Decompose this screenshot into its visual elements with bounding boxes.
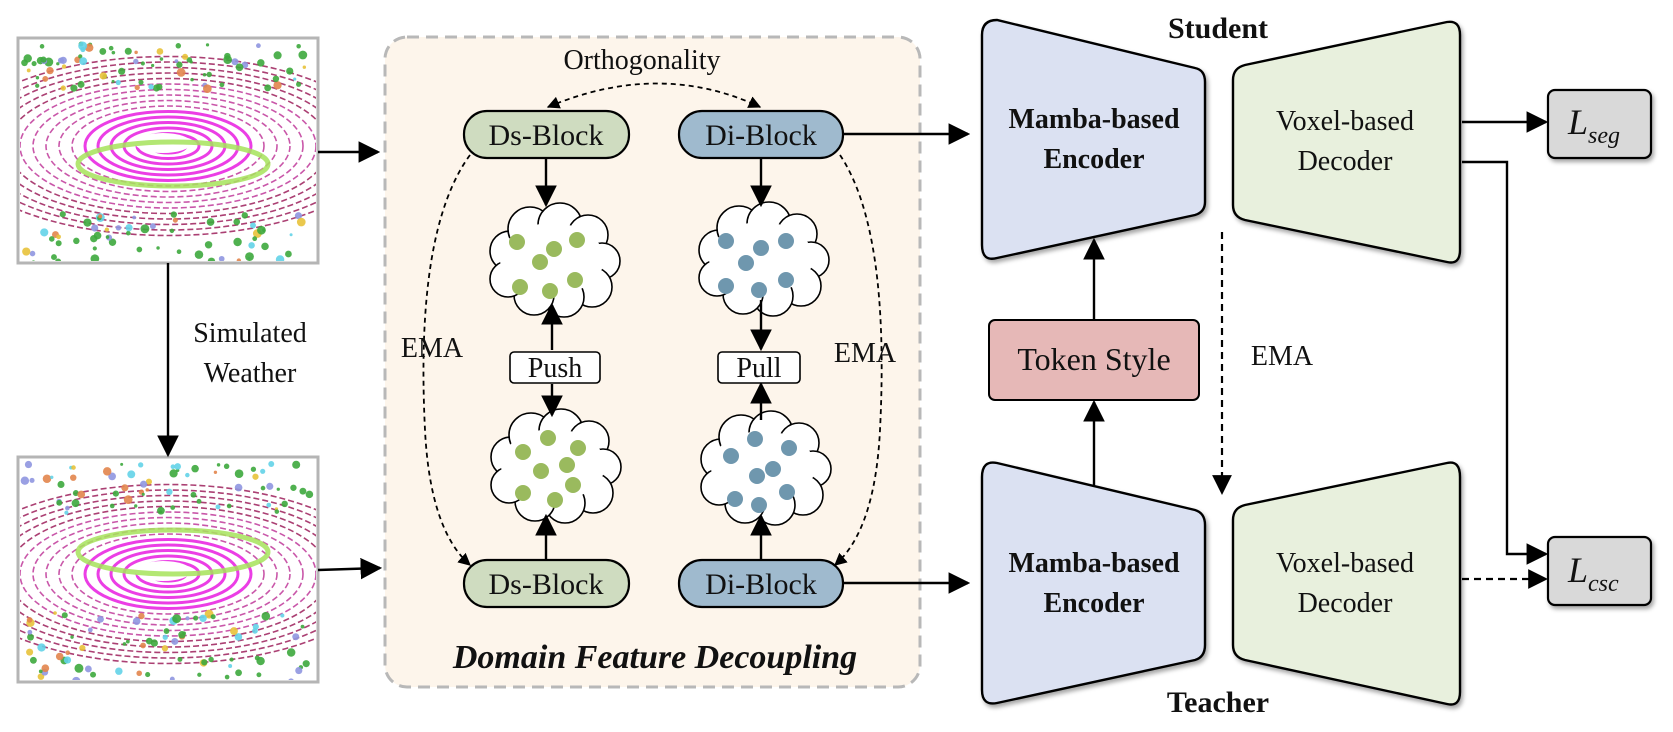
lidar-point-cloud-image xyxy=(20,460,316,680)
feature-point xyxy=(751,497,767,513)
ema-left-curve xyxy=(422,154,471,566)
orthogonality-arrow xyxy=(546,82,762,109)
feature-point xyxy=(781,440,797,456)
csc-loss-label: Lcsc xyxy=(1567,550,1619,597)
feature-point xyxy=(779,484,795,500)
feature-point xyxy=(723,448,739,464)
student-encoder-label: Mamba-based xyxy=(1008,104,1180,135)
svg-text:Token Style: Token Style xyxy=(1017,341,1170,377)
svg-text:Ds-Block: Ds-Block xyxy=(489,119,604,152)
student-decoder xyxy=(1231,20,1462,264)
feature-point xyxy=(569,232,585,248)
student-encoder-label: Encoder xyxy=(1043,144,1144,175)
feature-point xyxy=(559,457,575,473)
student-decoder-label: Decoder xyxy=(1298,146,1394,177)
svg-text:Ds-Block: Ds-Block xyxy=(489,568,604,601)
svg-text:Di-Block: Di-Block xyxy=(705,119,817,152)
feature-point xyxy=(749,468,765,484)
svg-text:Di-Block: Di-Block xyxy=(705,568,817,601)
pull-box: Pull xyxy=(717,351,801,384)
ema-right-curve xyxy=(834,154,883,566)
student-label: Student xyxy=(1168,12,1268,45)
ema-right-label: EMA xyxy=(834,338,897,369)
teacher-label: Teacher xyxy=(1167,686,1269,719)
di-block-bottom: Di-Block xyxy=(677,558,845,609)
feature-point xyxy=(753,240,769,256)
csc-loss-box xyxy=(1546,535,1653,607)
teacher-encoder-label: Mamba-based xyxy=(1008,548,1180,579)
feature-point xyxy=(532,254,548,270)
teacher-encoder-label: Encoder xyxy=(1043,588,1144,619)
simulated-weather-label: Weather xyxy=(204,358,297,389)
clean-lidar-scan xyxy=(16,36,320,265)
ema-left-label: EMA xyxy=(401,333,464,364)
seg-loss-label: Lseg xyxy=(1567,102,1620,149)
teacher-decoder xyxy=(1231,461,1462,706)
feature-point xyxy=(778,272,794,288)
feature-point xyxy=(718,278,734,294)
simulated-weather-label: Simulated xyxy=(193,318,307,349)
ds-block-top: Ds-Block xyxy=(462,109,631,160)
ds-feature-cloud-top xyxy=(489,202,621,318)
feature-point xyxy=(546,241,562,257)
student-encoder xyxy=(980,18,1207,260)
feature-point xyxy=(718,233,734,249)
feature-point xyxy=(567,272,583,288)
di-feature-cloud-top xyxy=(698,201,830,317)
feature-point xyxy=(570,440,586,456)
domain-feature-decoupling-module: Domain Feature Decoupling Orthogonality … xyxy=(383,35,922,689)
ema-middle-label: EMA xyxy=(1251,341,1314,372)
svg-text:Push: Push xyxy=(528,353,582,384)
ds-feature-cloud-bottom xyxy=(490,408,622,524)
token-style-box: Token Style xyxy=(988,319,1200,401)
weather-to-dfd-arrow xyxy=(317,557,383,580)
feature-point xyxy=(515,485,531,501)
lidar-point-cloud-image xyxy=(20,41,316,261)
student-decoder-label: Voxel-based xyxy=(1276,106,1414,137)
di-feature-cloud-bottom xyxy=(700,410,832,526)
feature-point xyxy=(540,430,556,446)
feature-point xyxy=(765,461,781,477)
feature-point xyxy=(751,282,767,298)
svg-text:Pull: Pull xyxy=(736,353,781,384)
student-decoder-to-csc-loss-arrow xyxy=(1462,160,1549,565)
feature-point xyxy=(738,255,754,271)
teacher-decoder-label: Voxel-based xyxy=(1276,548,1414,579)
feature-point xyxy=(727,491,743,507)
orthogonality-label: Orthogonality xyxy=(563,45,720,76)
teacher-encoder xyxy=(980,461,1207,705)
dfd-title: Domain Feature Decoupling xyxy=(452,639,857,676)
feature-point xyxy=(542,283,558,299)
feature-point xyxy=(547,492,563,508)
feature-point xyxy=(515,444,531,460)
feature-point xyxy=(533,463,549,479)
weather-lidar-scan xyxy=(16,455,320,684)
feature-point xyxy=(565,477,581,493)
ds-block-bottom: Ds-Block xyxy=(462,558,631,609)
feature-point xyxy=(509,234,525,250)
di-block-top: Di-Block xyxy=(677,109,845,160)
teacher-decoder-label: Decoder xyxy=(1298,588,1394,619)
feature-point xyxy=(778,233,794,249)
push-box: Push xyxy=(509,351,601,384)
feature-point xyxy=(512,279,528,295)
feature-point xyxy=(747,431,763,447)
